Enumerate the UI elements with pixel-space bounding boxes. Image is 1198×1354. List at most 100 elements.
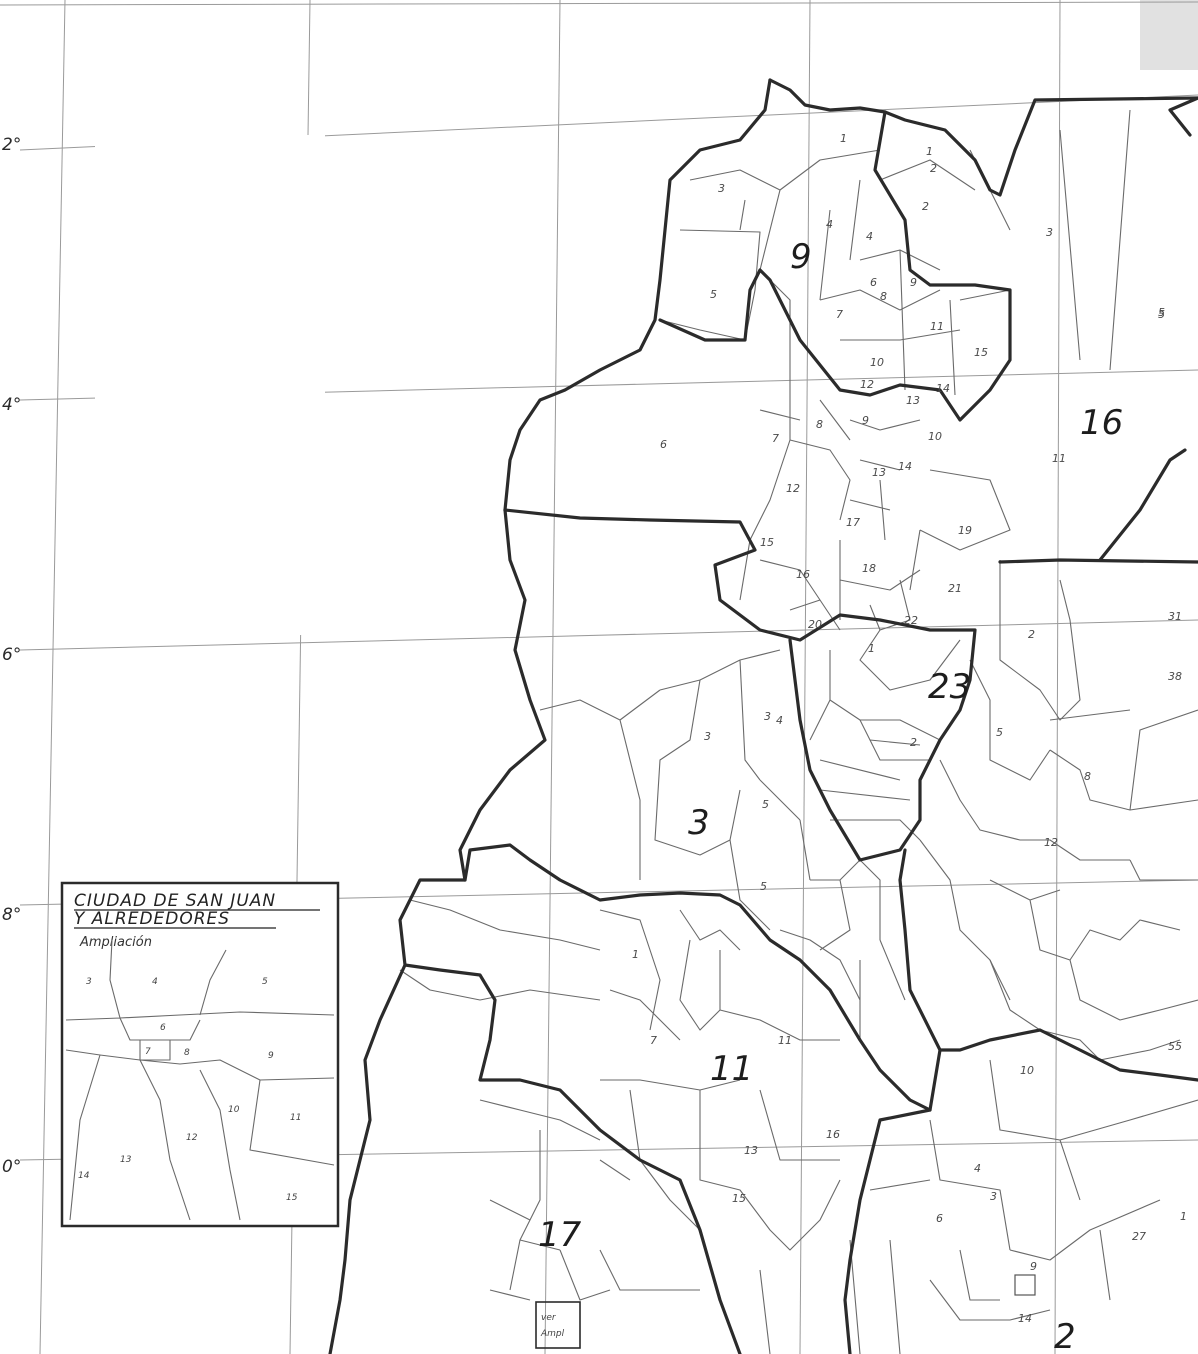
district-number: 1 xyxy=(632,948,639,961)
inset-number: 9 xyxy=(268,1051,274,1061)
inset-number: 10 xyxy=(228,1105,240,1115)
inset-frame xyxy=(60,881,340,1228)
district-number: 4 xyxy=(866,230,873,243)
district-number: 8 xyxy=(880,290,887,303)
latitude-label: 0° xyxy=(2,1157,21,1177)
district-number: 5 xyxy=(762,798,769,811)
inset-boundaries xyxy=(65,939,335,1221)
district-number: 3 xyxy=(990,1190,997,1203)
edge-number: 31 xyxy=(1168,610,1182,623)
district-number: 14 xyxy=(898,460,912,473)
edge-labels: 5 31 38 55 27 1 xyxy=(1132,308,1187,1243)
district-number: 3 xyxy=(1046,226,1053,239)
district-number: 5 xyxy=(996,726,1003,739)
inset-subtitle: Ampliación xyxy=(79,935,152,950)
district-number: 12 xyxy=(860,378,874,391)
edge-number: 38 xyxy=(1168,670,1182,683)
district-number: 21 xyxy=(948,582,962,595)
district-number: 1 xyxy=(840,132,847,145)
district-number: 16 xyxy=(826,1128,840,1141)
district-number: 1 xyxy=(868,642,875,655)
province-number: 11 xyxy=(710,1049,753,1089)
latitude-labels: 2° 4° 6° 8° 0° xyxy=(2,135,21,1177)
district-number: 6 xyxy=(936,1212,943,1225)
district-number: 14 xyxy=(1018,1312,1032,1325)
district-number: 13 xyxy=(906,394,920,407)
district-number: 4 xyxy=(974,1162,981,1175)
latitude-label: 2° xyxy=(2,135,21,155)
district-number: 22 xyxy=(904,614,918,627)
edge-number: 27 xyxy=(1132,1230,1146,1243)
edge-number: 1 xyxy=(1180,1210,1187,1223)
scan-smudge xyxy=(1140,0,1198,70)
district-number: 10 xyxy=(928,430,942,443)
inset-number: 12 xyxy=(186,1133,198,1143)
inset-title: CIUDAD DE SAN JUAN xyxy=(74,891,276,911)
district-number: 15 xyxy=(732,1192,746,1205)
district-number: 1 xyxy=(926,145,933,158)
district-number: 2 xyxy=(1028,628,1035,641)
inset-title-underline xyxy=(74,909,320,929)
district-labels: 1 2 3 4 5 6 1 2 3 4 5 6 7 8 9 10 11 12 1… xyxy=(632,132,1165,1325)
district-number: 20 xyxy=(808,618,822,631)
small-box xyxy=(1014,1274,1036,1296)
inset-number: 14 xyxy=(78,1171,90,1181)
province-number: 17 xyxy=(538,1215,582,1255)
latitude-label: 4° xyxy=(2,395,21,415)
district-number: 7 xyxy=(836,308,843,321)
district-number: 4 xyxy=(776,714,783,727)
ampliacion-box xyxy=(535,1301,581,1349)
district-number: 5 xyxy=(760,880,767,893)
district-number: 3 xyxy=(718,182,725,195)
district-number: 3 xyxy=(704,730,711,743)
ampliacion-box-label: Ampl xyxy=(540,1329,565,1339)
inset-number: 6 xyxy=(160,1023,166,1033)
district-number: 10 xyxy=(870,356,884,369)
inset-number: 7 xyxy=(145,1047,151,1057)
inset-number: 11 xyxy=(290,1113,301,1123)
district-number: 4 xyxy=(826,218,833,231)
district-number: 17 xyxy=(846,516,860,529)
province-boundaries xyxy=(328,78,1198,1354)
district-number: 8 xyxy=(816,418,823,431)
district-number: 9 xyxy=(910,276,917,289)
district-number: 19 xyxy=(958,524,972,537)
district-number: 18 xyxy=(862,562,876,575)
province-number: 23 xyxy=(928,667,971,707)
district-number: 5 xyxy=(710,288,717,301)
inset-number: 13 xyxy=(120,1155,132,1165)
province-number: 3 xyxy=(688,803,710,843)
district-number: 15 xyxy=(974,346,988,359)
district-number: 9 xyxy=(862,414,869,427)
district-number: 9 xyxy=(1030,1260,1037,1273)
district-number: 2 xyxy=(910,736,917,749)
district-number: 2 xyxy=(922,200,929,213)
district-number: 14 xyxy=(936,382,950,395)
district-number: 8 xyxy=(1084,770,1091,783)
district-number: 15 xyxy=(760,536,774,549)
district-number: 12 xyxy=(1044,836,1058,849)
district-boundaries xyxy=(399,109,1198,1354)
district-number: 10 xyxy=(1020,1064,1034,1077)
latitude-label: 8° xyxy=(2,905,21,925)
district-number: 7 xyxy=(772,432,779,445)
inset-number: 4 xyxy=(152,977,158,987)
inset-number: 3 xyxy=(86,977,92,987)
district-number: 12 xyxy=(786,482,800,495)
district-number: 16 xyxy=(796,568,810,581)
province-number: 16 xyxy=(1080,403,1123,443)
district-number: 6 xyxy=(660,438,667,451)
district-number: 6 xyxy=(870,276,877,289)
district-number: 2 xyxy=(930,162,937,175)
edge-number: 55 xyxy=(1168,1040,1182,1053)
inset-title: Y ALREDEDORES xyxy=(74,909,230,929)
inset-number: 15 xyxy=(286,1193,298,1203)
district-number: 7 xyxy=(650,1034,657,1047)
district-number: 11 xyxy=(930,320,944,333)
inset-number: 5 xyxy=(262,977,268,987)
district-number: 11 xyxy=(1052,452,1066,465)
district-number: 13 xyxy=(744,1144,758,1157)
province-labels: 9 16 3 23 11 17 2 xyxy=(538,237,1123,1354)
inset-number: 8 xyxy=(184,1048,190,1058)
